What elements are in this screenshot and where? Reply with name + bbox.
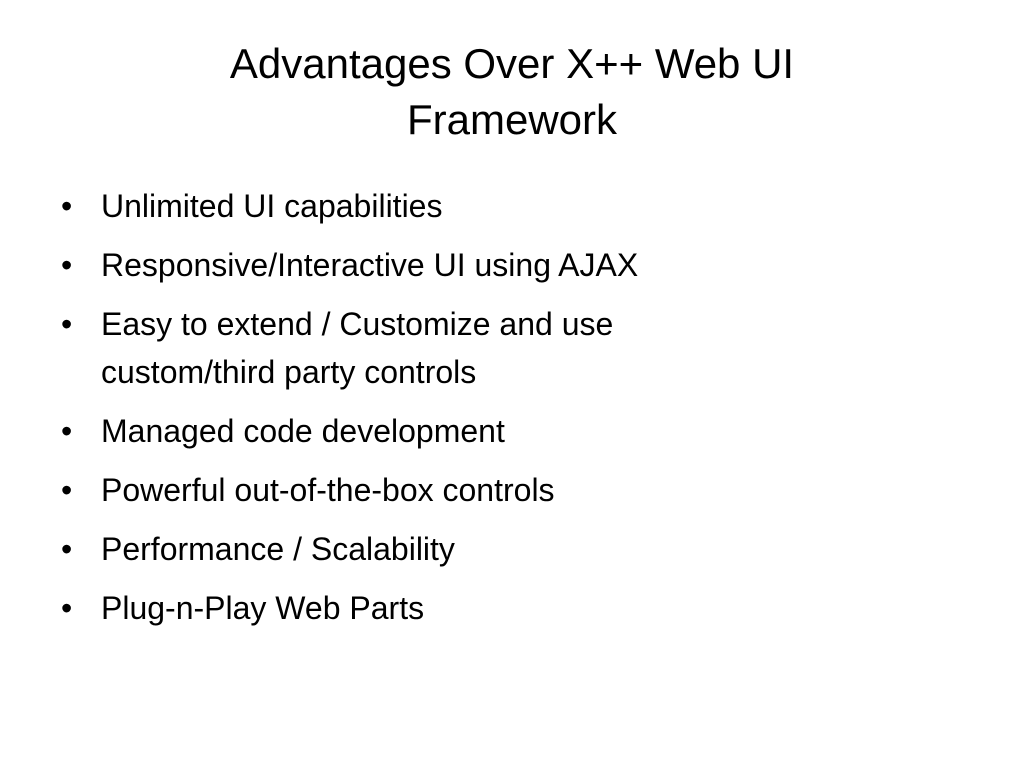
bullet-item: • Powerful out-of-the-box controls	[56, 466, 956, 514]
bullet-text: Managed code development	[101, 413, 505, 449]
bullet-icon: •	[61, 413, 73, 449]
bullet-list: • Unlimited UI capabilities • Responsive…	[56, 182, 956, 643]
bullet-icon: •	[61, 590, 73, 626]
bullet-item: • Easy to extend / Customize and use cus…	[56, 300, 956, 396]
bullet-icon: •	[61, 472, 73, 508]
bullet-item: • Responsive/Interactive UI using AJAX	[56, 241, 956, 289]
bullet-text-continuation: custom/third party controls	[101, 354, 477, 390]
bullet-text: Easy to extend / Customize and use	[101, 306, 614, 342]
bullet-item: • Plug-n-Play Web Parts	[56, 584, 956, 632]
bullet-icon: •	[61, 188, 73, 224]
slide-title-line: Framework	[406, 96, 618, 143]
slide-title-line: Advantages Over X++ Web UI	[229, 40, 795, 87]
bullet-icon: •	[61, 531, 73, 567]
bullet-text: Unlimited UI capabilities	[101, 188, 443, 224]
bullet-text: Powerful out-of-the-box controls	[101, 472, 555, 508]
bullet-item: • Managed code development	[56, 407, 956, 455]
bullet-text: Plug-n-Play Web Parts	[101, 590, 425, 626]
bullet-item: • Unlimited UI capabilities	[56, 182, 956, 230]
slide-title: Advantages Over X++ Web UI Framework	[100, 36, 924, 148]
bullet-text: Performance / Scalability	[101, 531, 455, 567]
bullet-item: • Performance / Scalability	[56, 525, 956, 573]
bullet-icon: •	[61, 247, 73, 283]
bullet-icon: •	[61, 306, 73, 342]
bullet-text: Responsive/Interactive UI using AJAX	[101, 247, 639, 283]
